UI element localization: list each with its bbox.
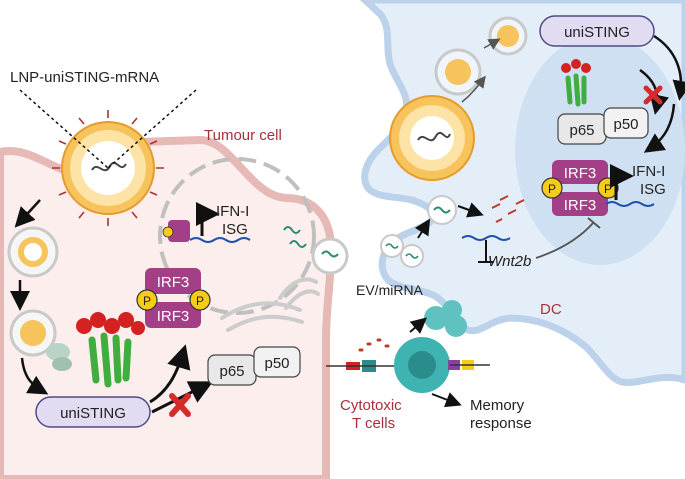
transcription-arrow-tumour: [196, 202, 220, 236]
arrow-to-p65: [151, 381, 214, 414]
arrow-ev-to-dc: [414, 218, 431, 239]
irf3-top-label-dc: IRF3: [564, 165, 597, 182]
irf3-top-label-tumour: IRF3: [157, 274, 190, 291]
tumour-cell-label: Tumour cell: [204, 127, 282, 144]
lnp-particle: [52, 110, 164, 226]
mhc-receptor-icon: [448, 360, 490, 370]
flow-arrow-dc-2: [483, 38, 501, 50]
phospho-label-right-dc: P: [604, 182, 612, 196]
t-cell-clones: [424, 300, 467, 337]
p50-label-tumour: p50: [264, 355, 289, 372]
unisting-box-dc: [539, 15, 655, 47]
ev-vesicle-tumour: [311, 237, 349, 275]
lnp-pointer-left: [19, 89, 109, 169]
arrow-dc-to-p65: [639, 68, 670, 115]
golgi-membranes: [220, 277, 320, 332]
cytotoxic-label-1: Cytotoxic: [340, 397, 402, 414]
flow-arrow-dc-1: [461, 75, 486, 103]
lnp-pointer-right: [107, 89, 197, 169]
irf3-bottom-tumour: [145, 302, 201, 328]
unisting-label-tumour: uniSTING: [60, 405, 126, 422]
sting-protein-icon-dc: [561, 59, 591, 107]
arrow-memory: [431, 392, 462, 408]
phospho-label-right-tumour: P: [196, 294, 204, 308]
phospho-left-tumour: [136, 289, 158, 311]
p65-label-dc: p65: [569, 122, 594, 139]
p65-label-tumour: p65: [219, 363, 244, 380]
irf3-top-tumour: [145, 268, 201, 294]
dna-strand-dc: [605, 201, 655, 207]
arrow-ev-release: [457, 202, 484, 218]
memory-label-1: Memory: [470, 397, 525, 414]
mirna-fragments-dc: [491, 195, 525, 223]
transcription-arrow-dc: [610, 164, 634, 200]
p50-box-dc: [603, 107, 649, 139]
ifn-label-tumour: IFN-I: [216, 203, 249, 220]
arrow-t-cell-expand: [409, 317, 428, 334]
mirna-icon-tumour: [283, 226, 307, 248]
dna-strand-tumour: [189, 237, 251, 243]
irf3-bottom-label-dc: IRF3: [564, 197, 597, 214]
mrna-wnt2b-target: [461, 235, 511, 241]
phospho-label-left-dc: P: [548, 182, 556, 196]
inhibit-wnt2b-to-irf3: [535, 221, 595, 259]
phospho-left-dc: [541, 177, 563, 199]
dc-label: DC: [540, 301, 562, 318]
irf3-top-dc: [552, 160, 608, 184]
lnp-particle-dc: [389, 95, 475, 181]
arrow-to-irf3: [149, 344, 191, 404]
ev-vesicles-extracellular: [380, 234, 424, 268]
arrow-dc-unisting-down: [653, 34, 685, 101]
ifn-label-dc: IFN-I: [632, 163, 665, 180]
memory-label-2: response: [470, 415, 532, 432]
isg-label-tumour: ISG: [222, 221, 248, 238]
lnp-label: LNP-uniSTING-mRNA: [10, 69, 159, 86]
isg-label-dc: ISG: [640, 181, 666, 198]
endosome-dc-1: [434, 48, 482, 96]
ev-mirna-label: EV/miRNA: [356, 282, 424, 298]
irf3-bottom-label-tumour: IRF3: [157, 308, 190, 325]
block-cross-dc: [643, 85, 663, 105]
cytokine-dots: [358, 338, 390, 352]
endosome-dc-2: [488, 16, 528, 56]
phospho-label-left-tumour: P: [143, 294, 151, 308]
endosome-2: [9, 309, 57, 357]
irf3-bottom-dc: [552, 192, 608, 216]
tumour-nucleus: [158, 157, 316, 315]
sting-protein-icon: [76, 312, 145, 388]
p50-box-tumour: [253, 346, 301, 378]
block-cross-tumour: [169, 393, 191, 417]
unisting-label-dc: uniSTING: [564, 24, 630, 41]
irf3-nuclear-tumour: [168, 220, 190, 242]
tcr-receptor-icon: [326, 360, 394, 372]
t-cell: [394, 337, 450, 393]
flow-arrow-1: [14, 199, 41, 228]
phospho-right-tumour: [189, 289, 211, 311]
endosome-1: [7, 226, 59, 278]
p50-label-dc: p50: [613, 116, 638, 133]
wnt2b-label: Wnt2b: [488, 253, 531, 270]
arrow-dc-to-irf3: [643, 103, 676, 153]
cytotoxic-label-2: T cells: [352, 415, 395, 432]
flow-arrow-3: [20, 357, 49, 395]
inhibit-bar-irf3: [587, 217, 601, 229]
ribosome-icon: [46, 343, 72, 371]
unisting-box-tumour: [35, 396, 151, 428]
phospho-nuclear-tumour: [162, 226, 174, 238]
inhibit-line-wnt2b: [478, 240, 494, 263]
dc-nucleus: [515, 35, 685, 265]
ev-vesicle-dc: [427, 195, 457, 225]
